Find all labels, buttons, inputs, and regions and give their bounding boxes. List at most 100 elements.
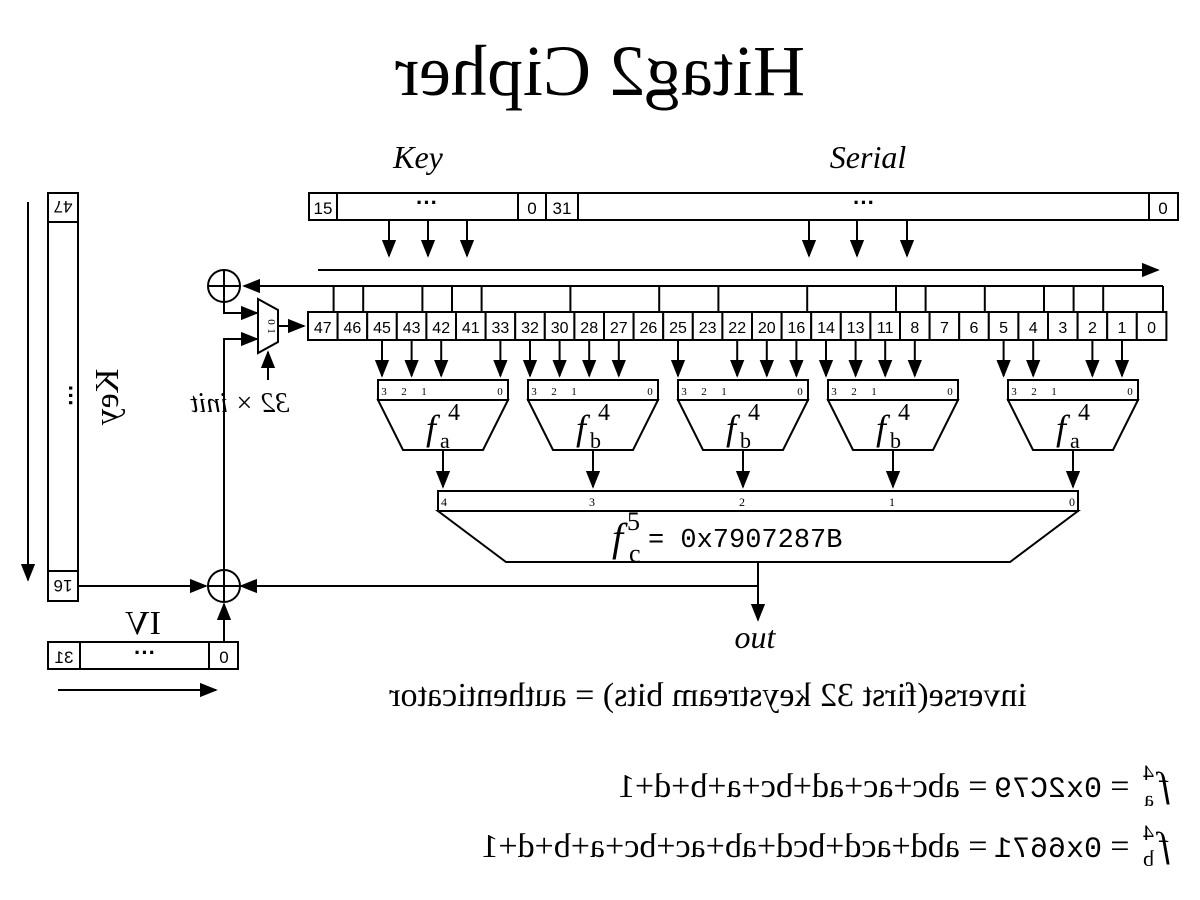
filter-pin-label: 3 <box>681 386 687 398</box>
lfsr-cell <box>1047 311 1079 341</box>
key-vertical-lsb: 16 <box>54 576 73 595</box>
filter-pin-box <box>527 379 659 401</box>
key-register-lsb: 0 <box>527 199 536 218</box>
formula-fb-eq: = <box>1102 828 1138 865</box>
key-label: Key <box>392 139 444 175</box>
xor-to-mux-wire <box>223 302 259 321</box>
iv-register-msb: 31 <box>55 648 74 667</box>
filter-pin-label: 2 <box>551 386 557 398</box>
serial-register-lsb: 0 <box>1158 199 1167 218</box>
lfsr-cell <box>928 311 961 341</box>
fc-value: = 0x7907287B <box>648 526 842 556</box>
lfsr-cell-label: 45 <box>373 320 391 337</box>
lfsr-cell-label: 8 <box>910 320 919 337</box>
key-vertical-ellipsis: ··· <box>58 385 83 407</box>
lfsr-cell <box>1135 311 1168 341</box>
lfsr-cell <box>1017 311 1050 341</box>
authenticator-text: inverse(first 32 keystream bits) = authe… <box>389 677 1027 714</box>
lfsr-cell-label: 27 <box>610 320 628 337</box>
filter-pin-label: 3 <box>1011 386 1017 398</box>
filter-body <box>676 399 810 451</box>
filter-pin-label: 1 <box>871 386 877 398</box>
fc-pin-label: 0 <box>1069 495 1075 509</box>
filter-pin-label: 1 <box>721 386 727 398</box>
formula-fa-sub: a <box>1144 786 1154 811</box>
formula-fb-name: f <box>1155 825 1170 865</box>
filter-pin-box <box>677 379 809 401</box>
iv-label: IV <box>125 605 161 642</box>
filter-body <box>826 399 960 451</box>
filter-superscript: 4 <box>1078 400 1090 426</box>
filter-pin-label: 0 <box>647 386 653 398</box>
filter-subscript: b <box>590 428 601 453</box>
lfsr-cell-label: 4 <box>1029 320 1038 337</box>
lfsr-cell-label: 6 <box>970 320 979 337</box>
serial-register-ellipsis: ··· <box>853 190 875 215</box>
fc-pin-label: 1 <box>889 495 895 509</box>
page-title: Hitag2 Cipher <box>395 31 805 111</box>
feedback-xor <box>207 269 241 303</box>
fc-pin-label: 2 <box>739 495 745 509</box>
fc-superscript: 5 <box>627 507 640 536</box>
formula-fb-hex: 0x6671 <box>994 833 1102 867</box>
formula-fa-name: f <box>1155 765 1170 805</box>
filter-body <box>526 399 660 451</box>
serial-label: Serial <box>830 139 907 175</box>
input-mux: 0 1 <box>257 297 279 355</box>
formula-fa-hex: 0x2C79 <box>994 773 1102 807</box>
lfsr-cell-label: 20 <box>758 320 776 337</box>
lfsr-cell-label: 22 <box>728 320 746 337</box>
filter-subscript: b <box>740 428 751 453</box>
lfsr-cell-label: 41 <box>462 320 480 337</box>
iv-register-ellipsis: ··· <box>134 640 156 665</box>
filter-pin-label: 2 <box>701 386 707 398</box>
lfsr-cell-label: 42 <box>432 320 450 337</box>
filter-superscript: 4 <box>748 400 760 426</box>
fc-pin-label: 3 <box>589 495 595 509</box>
lfsr-cell-label: 47 <box>314 320 332 337</box>
lfsr-cell <box>336 311 369 341</box>
lfsr-cell <box>1106 311 1138 341</box>
mux-label-0: 0 <box>265 319 277 325</box>
filter-superscript: 4 <box>898 400 910 426</box>
fc-pin-label: 4 <box>441 495 447 509</box>
lfsr-cell-label: 11 <box>877 320 894 337</box>
lfsr-cell-label: 3 <box>1058 320 1067 337</box>
lfsr-cell-label: 32 <box>521 320 539 337</box>
filter-pin-label: 0 <box>1127 386 1133 398</box>
formula-fa-eq: = <box>1102 768 1138 805</box>
filter-pin-label: 2 <box>401 386 407 398</box>
lfsr-cell <box>987 311 1020 341</box>
lfsr-cell-label: 0 <box>1147 320 1156 337</box>
filter-superscript: 4 <box>598 400 610 426</box>
lfsr-cell-label: 43 <box>403 320 421 337</box>
key-vertical-register: 47 16 ··· <box>47 192 83 602</box>
filter-subscript: a <box>440 428 450 453</box>
lfsr-cell-label: 33 <box>492 320 510 337</box>
formula-fb-sub: b <box>1143 846 1154 871</box>
filter-pin-label: 2 <box>851 386 857 398</box>
lfsr-cell-label: 2 <box>1088 320 1097 337</box>
key-register-msb: 15 <box>314 199 333 218</box>
lfsr-cell-label: 28 <box>580 320 598 337</box>
lfsr-cell <box>810 311 842 341</box>
iv-register: 31 ··· 0 <box>47 640 239 670</box>
xor-to-mux-init-wire <box>223 331 259 570</box>
iv-register-lsb: 0 <box>219 648 228 667</box>
filter-pin-box <box>827 379 959 401</box>
filter-pin-label: 0 <box>947 386 953 398</box>
key-vertical-msb: 47 <box>54 197 73 216</box>
lfsr-cell-label: 13 <box>847 320 865 337</box>
feedback-bus <box>242 278 1164 312</box>
output-wires <box>239 562 766 622</box>
init-xor <box>207 569 241 603</box>
